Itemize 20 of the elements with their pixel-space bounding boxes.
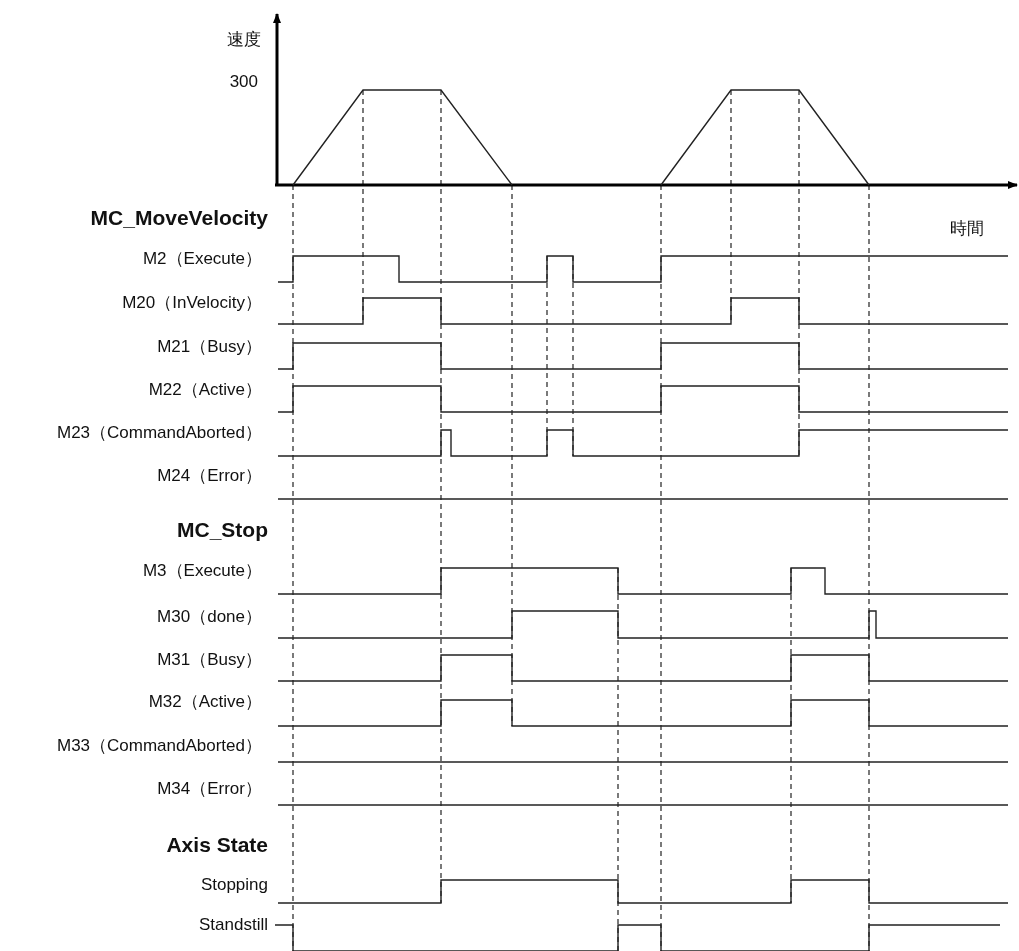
signal-label: M2（Execute） [142, 249, 262, 269]
signal-label: M23（CommandAborted） [56, 423, 262, 443]
signal-label: M31（Busy） [157, 650, 262, 670]
section-heading: MC_MoveVelocity [90, 206, 268, 230]
axis-label: 時間 [950, 219, 984, 239]
signal-label: M22（Active） [148, 380, 262, 400]
axis-label: 速度 [227, 30, 261, 50]
signal-label: M30（done） [157, 607, 262, 627]
signal-label: Stopping [200, 875, 268, 895]
signal-label: M32（Active） [148, 692, 262, 712]
signal-label: Standstill [199, 915, 268, 935]
signal-label: M20（InVelocity） [122, 293, 262, 313]
signal-label: M24（Error） [157, 466, 262, 486]
signal-label: M33（CommandAborted） [56, 736, 262, 756]
section-heading: Axis State [166, 833, 268, 857]
tick-label: 300 [229, 72, 258, 92]
signal-label: M3（Execute） [142, 561, 262, 581]
signal-label: M21（Busy） [157, 337, 262, 357]
signal-label: M34（Error） [157, 779, 262, 799]
section-heading: MC_Stop [177, 518, 268, 542]
